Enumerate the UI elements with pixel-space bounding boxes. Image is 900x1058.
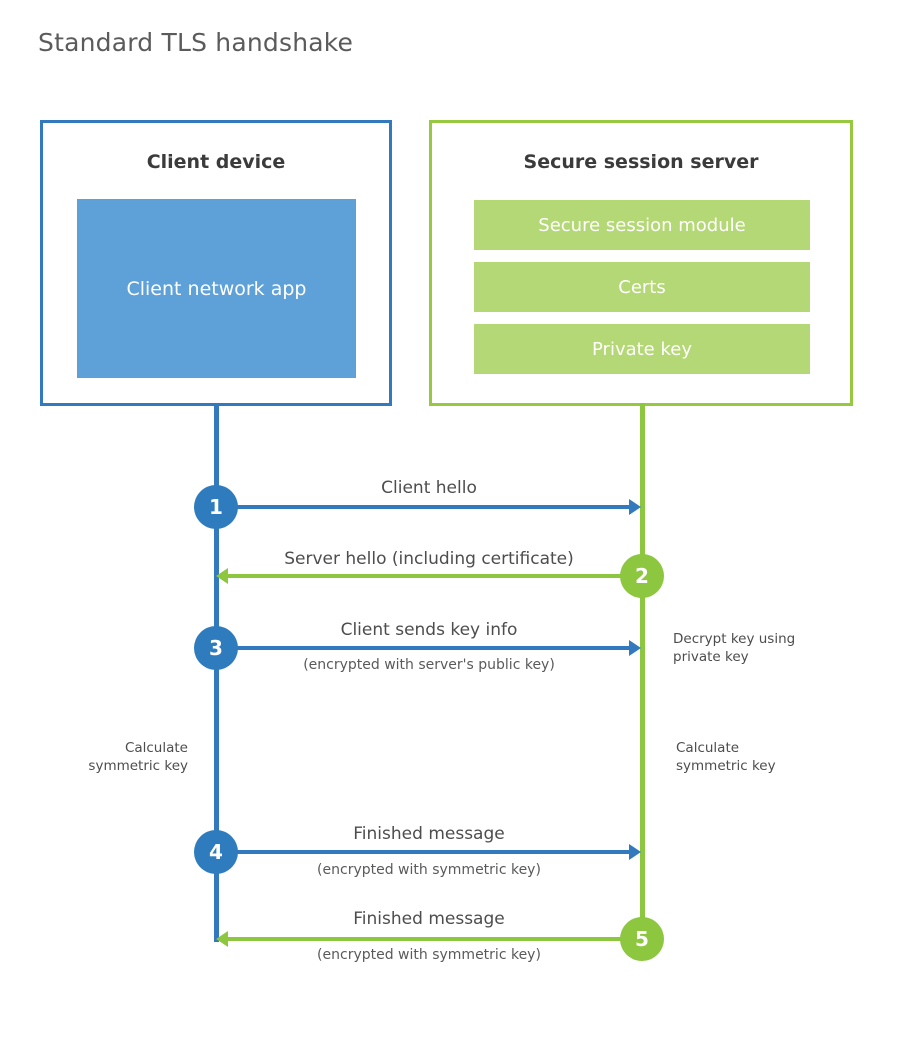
note-server-calculate-symmetric-key: Calculate symmetric key — [676, 740, 776, 774]
step-4-arrow — [216, 844, 641, 860]
step-5-label: Finished message — [353, 909, 505, 929]
arrowhead-right-icon — [629, 499, 641, 515]
server-block-certs: Certs — [474, 262, 810, 312]
step-3-arrow — [216, 640, 641, 656]
step-2-marker: 2 — [620, 554, 664, 598]
arrowhead-right-icon — [629, 640, 641, 656]
step-4-sublabel: (encrypted with symmetric key) — [317, 862, 541, 878]
step-3-marker: 3 — [194, 626, 238, 670]
step-5-arrow — [216, 931, 641, 947]
step-3-label: Client sends key info — [340, 620, 518, 640]
client-device-title: Client device — [146, 151, 286, 173]
note-client-calculate-symmetric-key: Calculate symmetric key — [88, 740, 188, 774]
step-1-marker: 1 — [194, 485, 238, 529]
step-5-sublabel: (encrypted with symmetric key) — [317, 947, 541, 963]
step-3-sublabel: (encrypted with server's public key) — [303, 657, 555, 673]
step-5-marker: 5 — [620, 917, 664, 961]
server-block-private-key: Private key — [474, 324, 810, 374]
server-lifeline — [640, 403, 645, 941]
secure-session-server-box: Secure session server Secure session mod… — [429, 120, 853, 406]
secure-session-server-title: Secure session server — [523, 151, 759, 173]
page-title: Standard TLS handshake — [38, 28, 354, 57]
step-2-arrow — [216, 568, 641, 584]
step-2-label: Server hello (including certificate) — [284, 549, 574, 569]
arrowhead-right-icon — [629, 844, 641, 860]
arrowhead-left-icon — [216, 568, 228, 584]
step-1-arrow — [216, 499, 641, 515]
client-network-app-block: Client network app — [77, 199, 356, 378]
step-4-label: Finished message — [353, 824, 505, 844]
server-block-secure-session-module: Secure session module — [474, 200, 810, 250]
client-device-box: Client device Client network app — [40, 120, 392, 406]
step-1-label: Client hello — [381, 478, 477, 498]
note-decrypt-key: Decrypt key using private key — [673, 631, 796, 665]
arrowhead-left-icon — [216, 931, 228, 947]
client-lifeline — [214, 403, 219, 942]
step-4-marker: 4 — [194, 830, 238, 874]
